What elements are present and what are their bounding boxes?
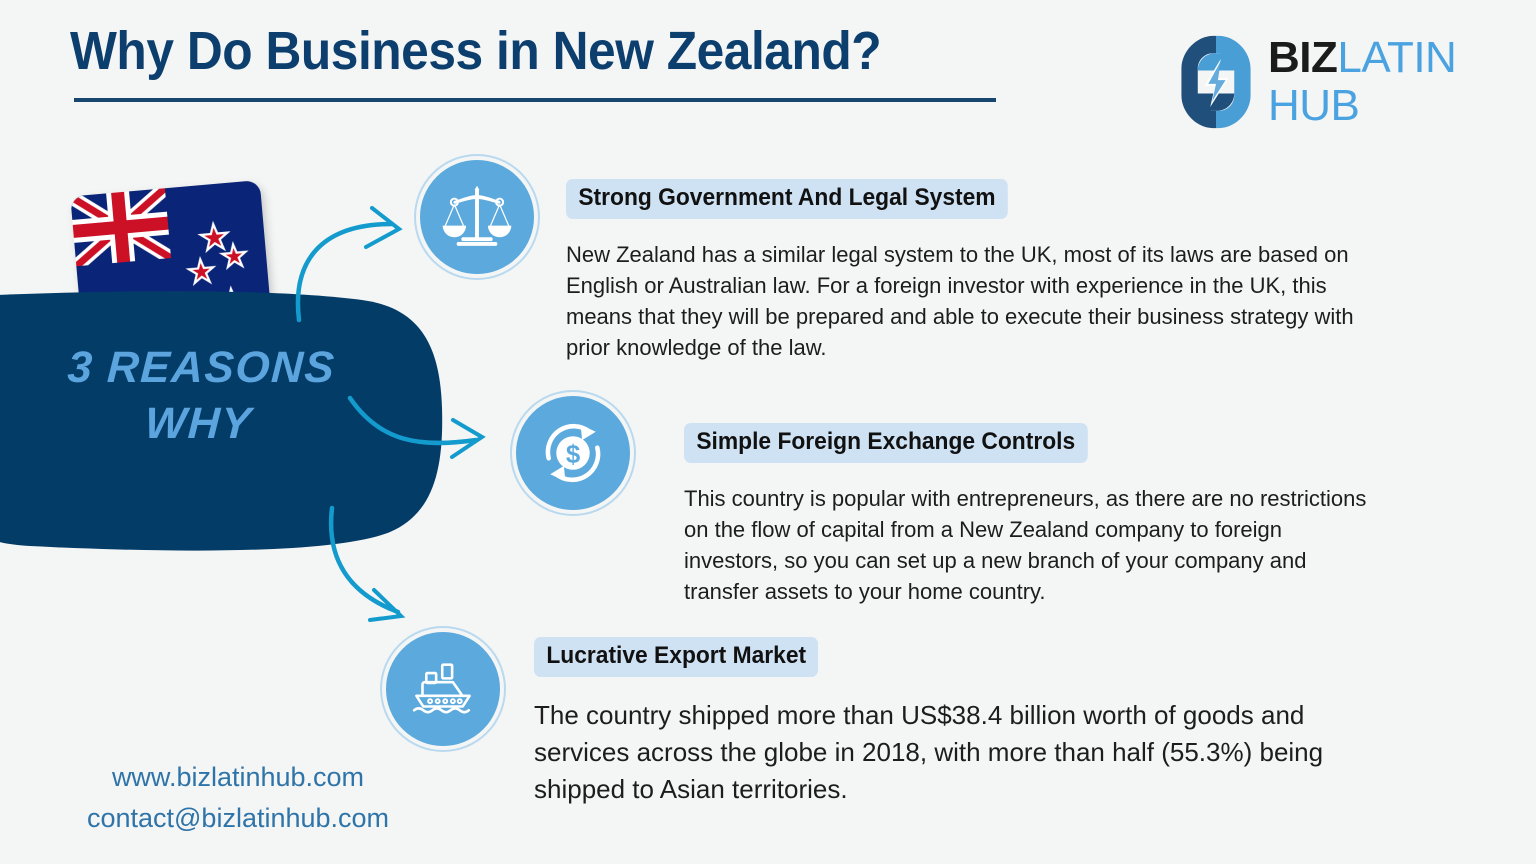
title-underline — [74, 98, 996, 102]
footer-email-link[interactable]: contact@bizlatinhub.com — [86, 803, 390, 833]
section-icon-legal — [416, 156, 538, 278]
currency-exchange-icon: $ — [545, 423, 601, 483]
section-body-export: The country shipped more than US$38.4 bi… — [534, 700, 1324, 804]
section-body-legal: New Zealand has a similar legal system t… — [566, 242, 1354, 360]
logo-wordmark: BIZLATIN HUB — [1268, 33, 1457, 130]
section-icon-exchange: $ — [512, 392, 634, 514]
svg-text:$: $ — [566, 441, 580, 469]
section-block-export: Lucrative Export Market The country ship… — [534, 637, 1414, 808]
page-title: Why Do Business in New Zealand? — [70, 21, 882, 81]
section-body-exchange: This country is popular with entrepreneu… — [684, 486, 1367, 604]
reasons-line-two: WHY — [143, 399, 254, 448]
reasons-banner-label: 3 REASONS WHY — [0, 340, 403, 452]
brand-logo: BIZLATIN HUB — [1168, 30, 1468, 140]
arrow-1-head — [364, 206, 403, 249]
logo-word-latin: LATIN — [1337, 33, 1457, 82]
cargo-ship-icon — [412, 663, 471, 714]
footer-website-link[interactable]: www.bizlatinhub.com — [111, 762, 365, 792]
logo-line-two: HUB — [1268, 82, 1456, 130]
section-heading-exchange: Simple Foreign Exchange Controls — [684, 423, 1088, 463]
scales-of-justice-icon — [442, 185, 512, 246]
reasons-line-one: 3 REASONS — [66, 343, 337, 392]
section-block-legal: Strong Government And Legal System New Z… — [566, 179, 1396, 363]
logo-line-one: BIZLATIN — [1268, 33, 1457, 82]
reasons-banner — [0, 291, 443, 551]
footer-contact: www.bizlatinhub.com contact@bizlatinhub.… — [38, 757, 438, 839]
section-heading-legal: Strong Government And Legal System — [566, 179, 1008, 219]
logo-word-biz: BIZ — [1268, 33, 1338, 82]
section-icon-ship — [382, 628, 504, 750]
arrow-2-head — [450, 418, 486, 459]
arrow-3-head — [368, 588, 406, 622]
section-heading-export: Lucrative Export Market — [534, 637, 819, 677]
logo-word-hub: HUB — [1268, 81, 1360, 130]
section-block-exchange: Simple Foreign Exchange Controls This co… — [684, 423, 1384, 607]
bizlatinhub-logo-mark-icon — [1181, 35, 1251, 129]
